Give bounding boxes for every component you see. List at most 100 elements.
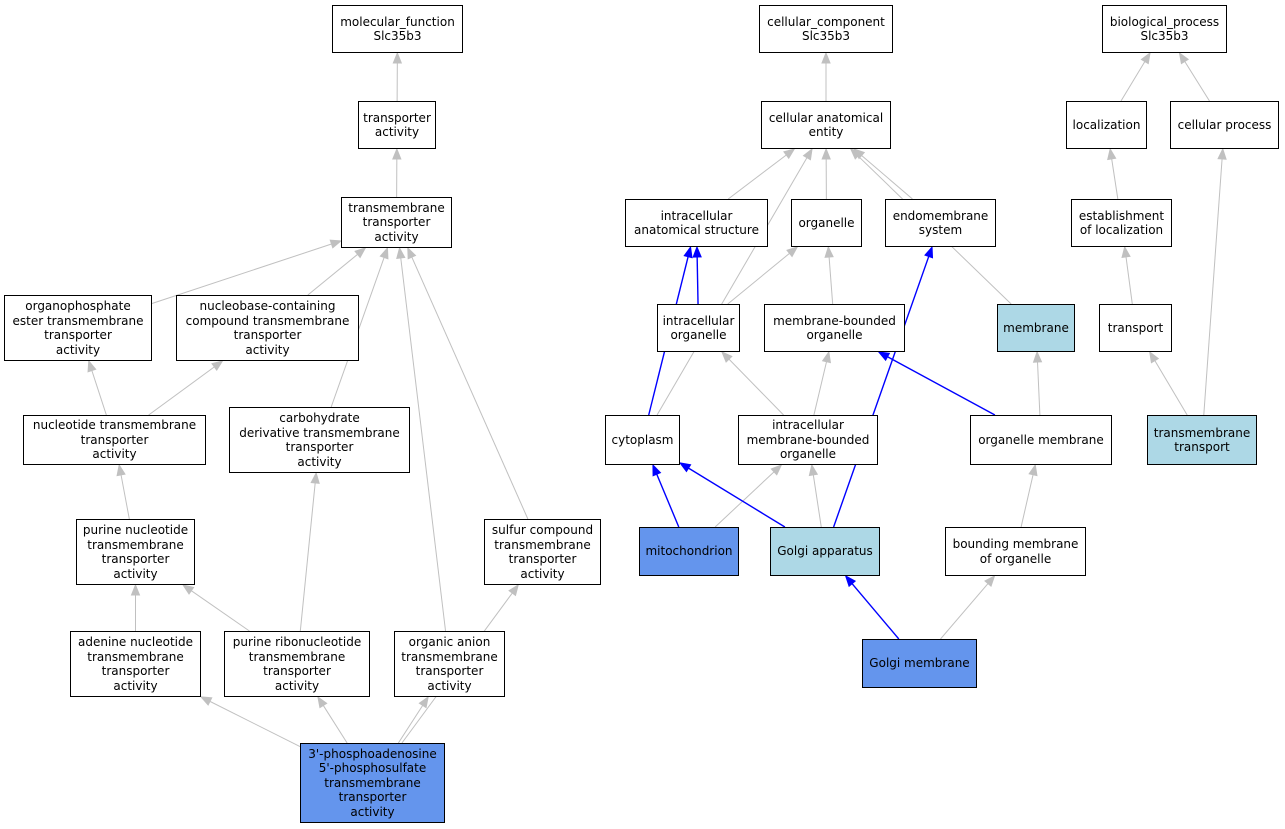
edge-tm_transport-to-transport [1154, 360, 1188, 416]
edge-arrowhead [418, 695, 429, 709]
edge-purine_ribo-to-purine_nucleotide [191, 590, 250, 632]
node-molecular-function[interactable]: molecular_function Slc35b3 [332, 5, 463, 53]
edge-mitochondrion-to-imbo [714, 471, 775, 528]
edge-arrowhead [407, 246, 417, 260]
node-adenine-nucleotide[interactable]: adenine nucleotide transmembrane transpo… [70, 631, 201, 697]
node-transmembrane-transport[interactable]: transmembrane transport [1147, 415, 1257, 465]
edge-arrowhead [87, 359, 97, 373]
edge-arrowhead [329, 239, 343, 249]
node-organelle[interactable]: organelle [791, 199, 862, 247]
edge-golgi_membrane-to-bounding [940, 583, 989, 640]
node-transport[interactable]: transport [1099, 304, 1172, 352]
edge-arrowhead [396, 246, 406, 259]
node-paps-transporter[interactable]: 3'-phosphoadenosine 5'-phosphosulfate tr… [300, 743, 445, 823]
edge-arrowhead [130, 583, 141, 596]
edge-arrowhead [181, 584, 195, 595]
edge-arrowhead [392, 147, 402, 160]
edge-golgi-to-imbo [812, 474, 822, 528]
edge-ias-to-cae [727, 154, 787, 200]
edge-bounding-to-organelle_membrane [1020, 474, 1034, 528]
node-mitochondrion[interactable]: mitochondrion [639, 527, 739, 576]
edge-organophosphate-to-tm_transporter [151, 243, 332, 304]
node-carbohydrate-derivative[interactable]: carbohydrate derivative transmembrane tr… [229, 407, 410, 473]
edge-arrowhead [849, 148, 862, 160]
edge-arrowhead [1032, 350, 1043, 363]
edge-organic_anion-to-tm_transporter [400, 257, 447, 632]
edge-arrowhead [392, 51, 403, 64]
edge-arrowhead [1178, 51, 1190, 65]
node-organic-anion[interactable]: organic anion transmembrane transporter … [394, 631, 505, 697]
edge-imbo-to-mbo [813, 361, 828, 416]
node-membrane[interactable]: membrane [997, 304, 1075, 352]
node-sulfur-compound[interactable]: sulfur compound transmembrane transporte… [484, 519, 601, 585]
edge-arrowhead [508, 583, 520, 597]
edge-establishment-to-localization [1111, 158, 1119, 200]
edge-golgi_membrane-to-golgi [851, 583, 900, 640]
node-organophosphate-ester[interactable]: organophosphate ester transmembrane tran… [4, 295, 152, 361]
edge-arrowhead [808, 463, 819, 477]
edge-organelle_membrane-to-membrane [1037, 361, 1041, 416]
node-nucleobase-containing[interactable]: nucleobase-containing compound transmemb… [176, 295, 359, 361]
node-membrane-bounded-organelle[interactable]: membrane-bounded organelle [764, 304, 905, 352]
edge-arrowhead [317, 695, 328, 709]
edge-arrowhead [877, 351, 891, 362]
edge-arrowhead [1107, 147, 1117, 161]
edge-cellular_process-to-bp_root [1184, 61, 1210, 102]
edge-arrowhead [116, 463, 126, 477]
edge-arrowhead [211, 360, 224, 372]
edge-arrowhead [721, 351, 733, 363]
node-cellular-anatomical-entity[interactable]: cellular anatomical entity [761, 101, 891, 149]
node-purine-ribonucleotide[interactable]: purine ribonucleotide transmembrane tran… [224, 631, 370, 697]
edge-arrowhead [1149, 350, 1160, 364]
edge-mitochondrion-to-cytoplasm [656, 473, 680, 528]
edge-golgi-to-cytoplasm [688, 467, 786, 528]
edge-arrowhead [652, 463, 662, 477]
edge-arrowhead [821, 350, 832, 364]
edge-arrowhead [802, 147, 813, 161]
edge-arrowhead [683, 245, 693, 259]
edge-paps-to-purine_ribo [322, 705, 348, 744]
node-golgi-apparatus[interactable]: Golgi apparatus [770, 527, 880, 576]
node-cellular-process[interactable]: cellular process [1170, 101, 1279, 149]
node-endomembrane-system[interactable]: endomembrane system [885, 199, 996, 247]
edge-nucleobase-to-tm_transporter [307, 253, 358, 296]
node-bounding-membrane[interactable]: bounding membrane of organelle [945, 527, 1086, 576]
edge-arrowhead [678, 462, 692, 473]
node-transmembrane-transporter-activity[interactable]: transmembrane transporter activity [341, 197, 452, 248]
node-intracellular-anatomical-structure[interactable]: intracellular anatomical structure [625, 199, 768, 247]
node-organelle-membrane[interactable]: organelle membrane [970, 415, 1112, 465]
node-nucleotide-transmembrane[interactable]: nucleotide transmembrane transporter act… [23, 415, 206, 465]
edge-arrowhead [1140, 51, 1151, 65]
edge-arrowhead [770, 464, 783, 476]
node-localization[interactable]: localization [1066, 101, 1147, 149]
edge-arrowhead [199, 696, 213, 706]
edge-arrowhead [821, 147, 831, 160]
node-cellular-component[interactable]: cellular_component Slc35b3 [759, 5, 893, 53]
edge-arrowhead [924, 245, 934, 259]
node-golgi-membrane[interactable]: Golgi membrane [862, 639, 977, 688]
edge-arrowhead [821, 51, 831, 64]
edge-arrowhead [783, 148, 796, 160]
edge-paps-to-adenine [209, 700, 301, 748]
node-transporter-activity[interactable]: transporter activity [358, 101, 436, 149]
edge-arrowhead [692, 245, 702, 258]
node-cytoplasm[interactable]: cytoplasm [605, 415, 680, 465]
edge-tm_transport-to-cellular_process [1203, 158, 1223, 416]
node-purine-nucleotide[interactable]: purine nucleotide transmembrane transpor… [76, 519, 195, 585]
edge-arrowhead [984, 574, 996, 588]
edge-paps-to-organic_anion [397, 705, 424, 744]
edge-purine_nucleotide-to-nucleotide_tm [120, 474, 130, 520]
edge-mbo-to-organelle [828, 256, 834, 305]
node-intracellular-organelle[interactable]: intracellular organelle [657, 304, 740, 352]
edge-arrowhead [310, 471, 320, 484]
edge-arrowhead [824, 245, 834, 258]
node-biological-process[interactable]: biological_process Slc35b3 [1102, 5, 1227, 53]
edge-localization-to-bp_root [1120, 61, 1146, 102]
edge-transport-to-establishment [1125, 256, 1133, 305]
node-intracellular-membrane-bounded-organelle[interactable]: intracellular membrane-bounded organelle [738, 415, 878, 465]
node-establishment-of-localization[interactable]: establishment of localization [1071, 199, 1172, 247]
edge-intra_organelle-to-organelle [727, 252, 790, 305]
edge-arrowhead [844, 574, 857, 588]
